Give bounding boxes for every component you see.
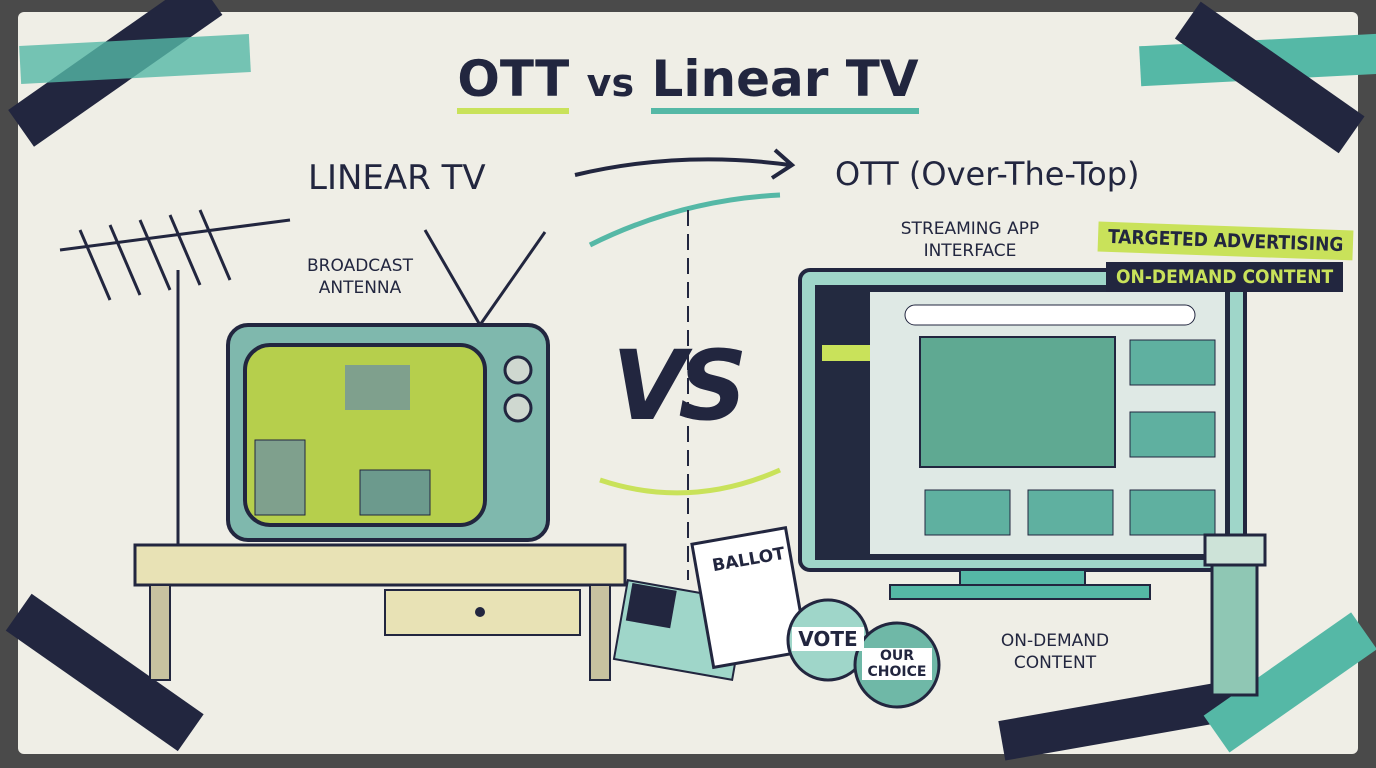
ott-tv-set [798,268,1247,600]
arrow-lime [599,467,782,496]
tag-on-demand-content: ON-DEMAND CONTENT [1106,262,1344,292]
title-vs: vs [586,61,635,105]
ballot-paper [690,526,809,670]
linear-heading: LINEAR TV [308,158,486,198]
vs-mark: VS [612,330,747,442]
arrow-left [588,192,781,248]
page-title: OTT vs Linear TV [0,50,1376,114]
tape-corners [5,0,1376,761]
arrow-right [574,157,791,177]
streaming-app-label: STREAMING APP INTERFACE [900,219,1040,261]
vote-label: VOTE [792,627,864,651]
our-choice-label: OUR CHOICE [862,648,932,680]
title-ott: OTT [457,50,570,114]
antenna-label: BROADCAST ANTENNA [307,256,413,298]
linear-tv-set [226,229,550,542]
title-linear: Linear TV [651,50,919,114]
ott-heading: OTT (Over-The-Top) [835,155,1140,193]
tv-stand [133,543,627,681]
antenna-icon [59,209,291,555]
on-demand-label: ON-DEMAND CONTENT [1000,631,1110,673]
podium-icon [1203,533,1267,697]
